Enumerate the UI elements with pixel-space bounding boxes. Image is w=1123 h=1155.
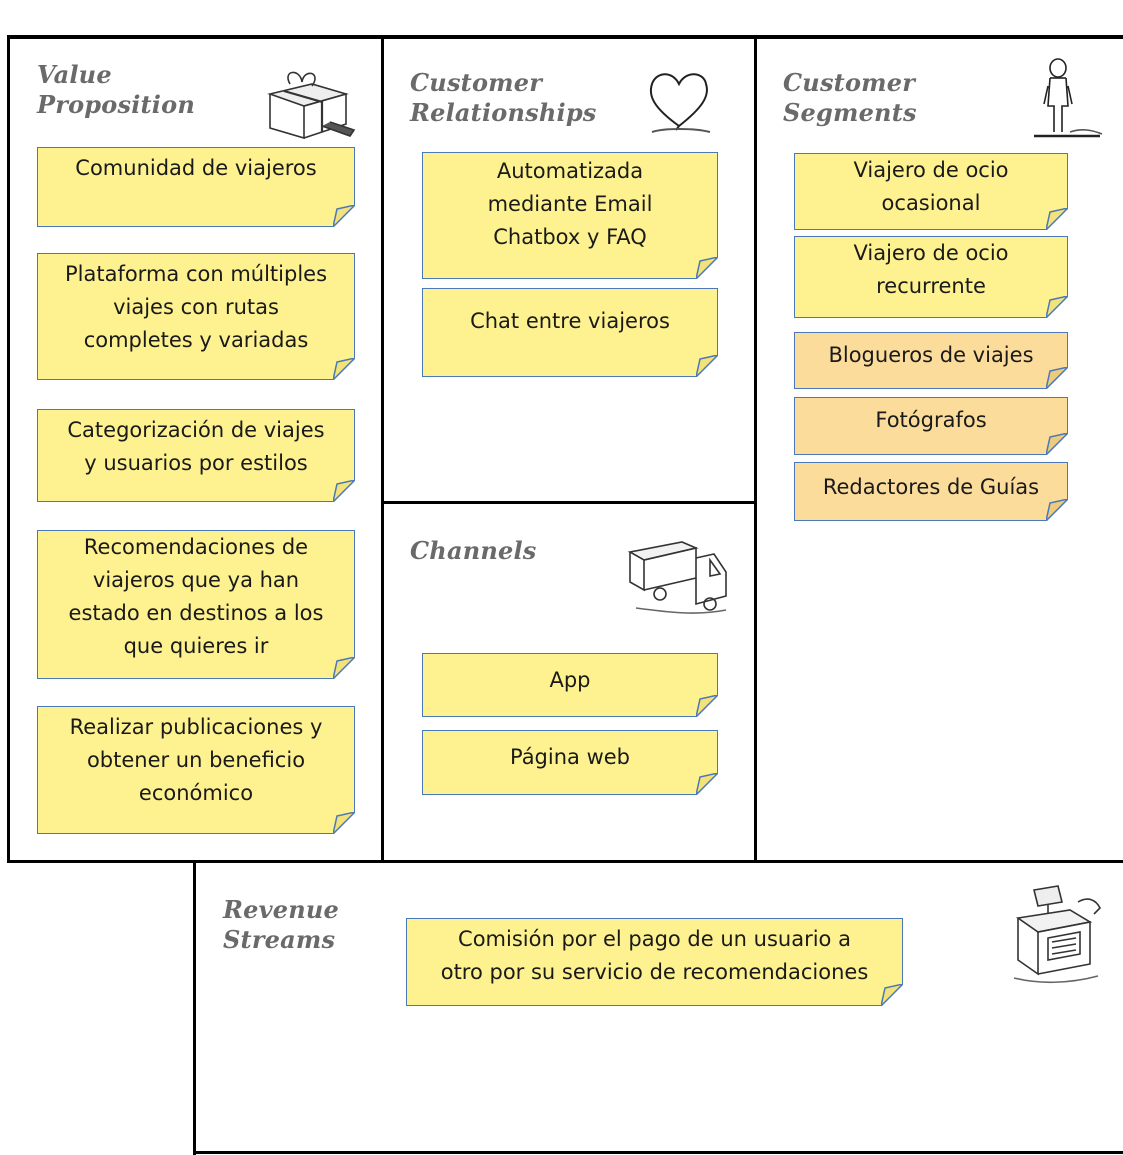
note-ocio-recurrente: Viajero de ocio recurrente <box>794 236 1068 318</box>
customer-relationships-title: Customer Relationships <box>410 68 597 127</box>
canvas-top-border <box>8 35 1123 39</box>
value-proposition-title: Value Proposition <box>37 60 195 119</box>
divider-cr-cs <box>754 37 757 863</box>
note-fotografos: Fotógrafos <box>794 397 1068 455</box>
heart-icon <box>649 73 711 133</box>
divider-upper-lower <box>7 860 1123 863</box>
revenue-left-border <box>193 861 196 1155</box>
note-plataforma: Plataforma con múltiples viajes con ruta… <box>37 253 355 380</box>
canvas-left-border <box>7 35 10 863</box>
customer-segments-title: Customer Segments <box>783 68 917 127</box>
channels-title: Channels <box>410 536 537 565</box>
note-comision: Comisión por el pago de un usuario a otr… <box>406 918 903 1006</box>
revenue-bottom-border <box>193 1151 1123 1154</box>
note-automatizada: Automatizada mediante Email Chatbox y FA… <box>422 152 718 279</box>
person-icon <box>1034 58 1103 138</box>
truck-icon <box>627 541 727 614</box>
note-pagina-web: Página web <box>422 730 718 795</box>
note-app: App <box>422 653 718 717</box>
note-publicaciones: Realizar publicaciones y obtener un bene… <box>37 706 355 834</box>
note-redactores: Redactores de Guías <box>794 462 1068 521</box>
note-recomendaciones: Recomendaciones de viajeros que ya han e… <box>37 530 355 679</box>
note-blogueros: Blogueros de viajes <box>794 332 1068 389</box>
note-ocio-ocasional: Viajero de ocio ocasional <box>794 153 1068 230</box>
gift-icon <box>267 71 356 140</box>
divider-cr-channels <box>382 501 756 504</box>
cash-register-icon <box>1013 885 1101 984</box>
note-categorizacion: Categorización de viajes y usuarios por … <box>37 409 355 502</box>
divider-vp-cr <box>381 37 384 863</box>
note-chat: Chat entre viajeros <box>422 288 718 377</box>
note-comunidad: Comunidad de viajeros <box>37 147 355 227</box>
revenue-streams-title: Revenue Streams <box>223 895 339 954</box>
